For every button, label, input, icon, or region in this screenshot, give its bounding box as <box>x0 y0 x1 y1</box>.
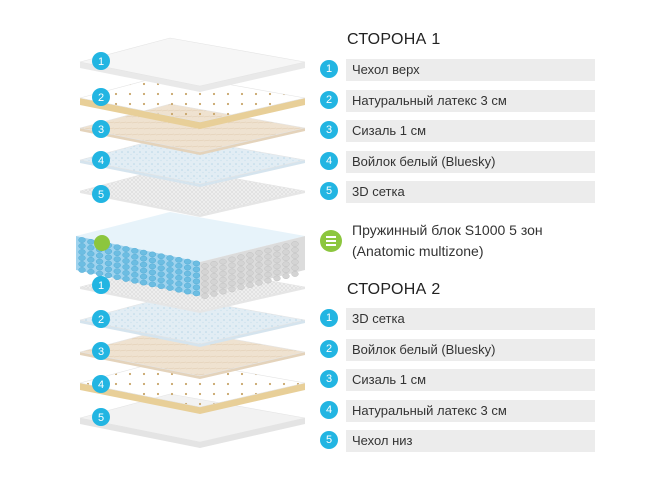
svg-text:3: 3 <box>98 124 104 136</box>
legend-label: Натуральный латекс 3 см <box>352 92 507 108</box>
svg-text:2: 2 <box>98 92 104 104</box>
legend-bar <box>346 308 595 330</box>
layer-number-badge: 4 <box>320 151 338 170</box>
legend-bar <box>346 338 595 361</box>
svg-text:4: 4 <box>98 379 104 391</box>
legend-label: Чехол низ <box>352 433 413 448</box>
layer-number-badge: 5 <box>320 182 338 200</box>
side-2-layer-badge-3: 3 <box>92 342 110 360</box>
side-2-layer-badge-2: 2 <box>92 310 110 328</box>
legend-bar <box>346 430 595 452</box>
side-2-legend-item-2: 2 Войлок белый (Bluesky) <box>320 338 595 361</box>
legend-label: Чехол верх <box>352 62 420 77</box>
side-1-legend-item-5: 5 3D сетка <box>320 181 595 203</box>
spring-block-layer <box>76 212 305 299</box>
side-1-legend-item-1: 1 Чехол верх <box>320 59 595 81</box>
side-2-legend-item-3: 3 Сизаль 1 см <box>320 369 595 391</box>
svg-text:5: 5 <box>98 189 104 201</box>
legend-label: Сизаль 1 см <box>352 372 427 387</box>
svg-text:2: 2 <box>98 314 104 326</box>
layer-number-badge: 1 <box>320 309 338 327</box>
layer-number-badge: 5 <box>320 431 338 449</box>
spring-block-icon <box>320 230 342 252</box>
legend-bar <box>346 150 595 173</box>
side-1-legend-item-2: 2 Натуральный латекс 3 см <box>320 89 595 112</box>
layer-number-badge: 2 <box>320 339 338 358</box>
svg-text:4: 4 <box>98 155 104 167</box>
legend-bar <box>346 59 595 81</box>
side-2-title: СТОРОНА 2 <box>347 281 441 298</box>
legend-label: Войлок белый (Bluesky) <box>352 153 496 169</box>
side-2-legend-item-1: 1 3D сетка <box>320 308 595 330</box>
side-1-layer-badge-5: 5 <box>92 185 110 203</box>
legend-label: Сизаль 1 см <box>352 123 427 138</box>
side-1-title: СТОРОНА 1 <box>347 31 441 48</box>
layer-number-badge: 1 <box>320 60 338 78</box>
latex-sheet-top <box>79 73 306 129</box>
svg-text:5: 5 <box>98 412 104 424</box>
layer-number-badge: 4 <box>320 400 338 419</box>
spring-block-legend: Пружинный блок S1000 5 зон (Anatomic mul… <box>320 220 620 264</box>
side-1-layer-badge-3: 3 <box>92 120 110 138</box>
mattress-layers-illustration: 1 2 3 4 5 1 2 3 4 5 <box>76 37 306 448</box>
legend-bar <box>346 89 595 112</box>
side-2-legend-item-5: 5 Чехол низ <box>320 430 595 452</box>
legend-label: 3D сетка <box>352 184 405 199</box>
spring-block-label-line1: Пружинный блок S1000 5 зон <box>352 222 543 238</box>
legend-label: Войлок белый (Bluesky) <box>352 341 496 357</box>
side-2-layer-badge-5: 5 <box>92 408 110 426</box>
side-2-layer-badge-1: 1 <box>92 276 110 294</box>
cover-top-sheet <box>79 37 306 92</box>
side-1-legend-item-4: 4 Войлок белый (Bluesky) <box>320 150 595 173</box>
side-1-layer-badge-1: 1 <box>92 52 110 70</box>
side-2-legend-item-4: 4 Натуральный латекс 3 см <box>320 399 595 422</box>
felt-sheet-bottom <box>79 295 306 347</box>
legend-bar <box>346 399 595 422</box>
side-2-layer-badge-4: 4 <box>92 375 110 393</box>
spring-block-marker-icon <box>94 235 110 251</box>
svg-text:1: 1 <box>98 56 104 68</box>
layer-number-badge: 3 <box>320 121 338 139</box>
legend-bar <box>346 120 595 142</box>
spring-block-label-line2: (Anatomic multizone) <box>352 243 484 259</box>
legend-label: 3D сетка <box>352 311 405 326</box>
svg-text:3: 3 <box>98 346 104 358</box>
side-1-layer-badge-2: 2 <box>92 88 110 106</box>
layer-number-badge: 2 <box>320 90 338 109</box>
side-1-layer-badge-4: 4 <box>92 151 110 169</box>
legend-bar <box>346 369 595 391</box>
felt-sheet-top <box>79 135 306 187</box>
sisal-sheet-bottom <box>79 327 306 379</box>
side-1-legend-item-3: 3 Сизаль 1 см <box>320 120 595 142</box>
legend-bar <box>346 181 595 203</box>
legend-label: Натуральный латекс 3 см <box>352 402 507 418</box>
layer-number-badge: 3 <box>320 370 338 388</box>
svg-text:1: 1 <box>98 280 104 292</box>
